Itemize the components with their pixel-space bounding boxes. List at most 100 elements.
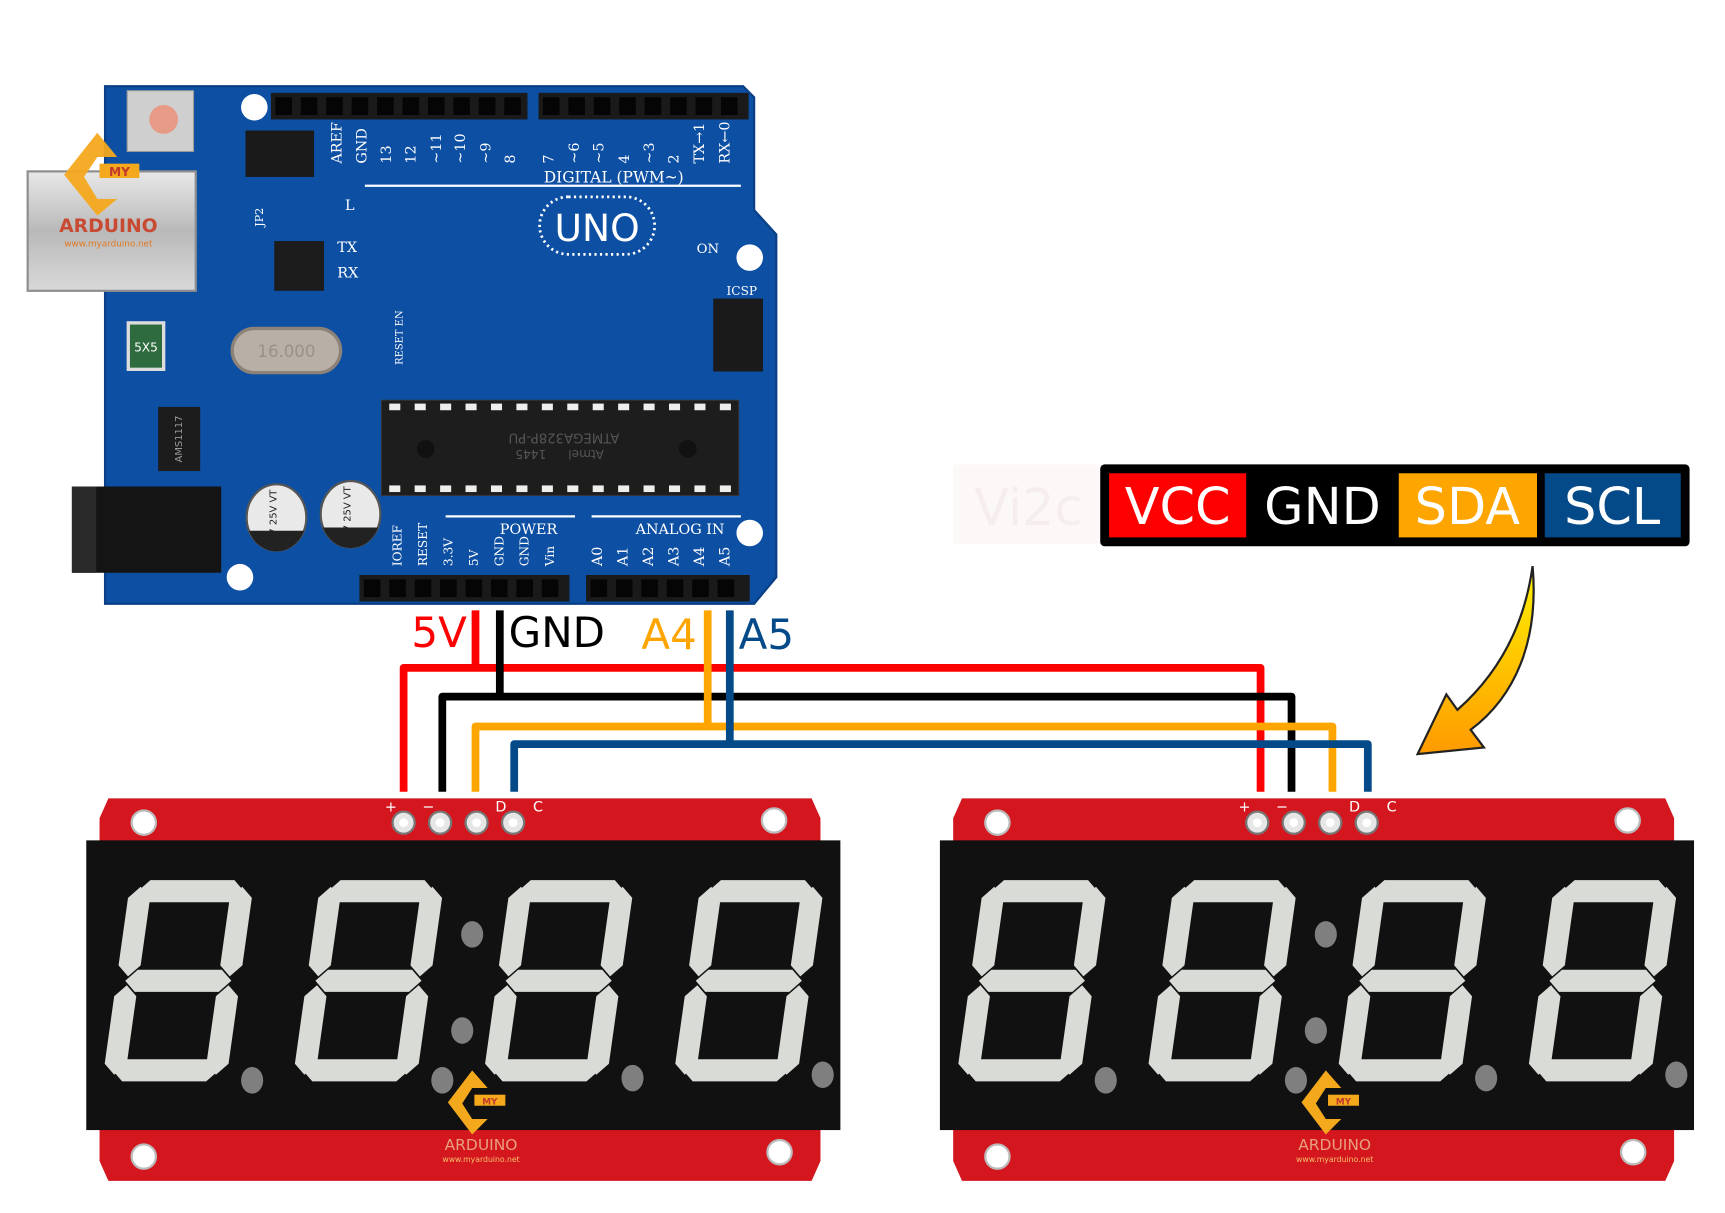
segment-f [972, 886, 1004, 977]
usb-chip [274, 241, 325, 291]
mounting-hole [130, 1143, 158, 1170]
digital-pin-label: 13 [379, 145, 395, 163]
header-socket [389, 579, 406, 598]
header-socket [300, 97, 318, 115]
segment-a [1561, 880, 1669, 903]
regulator-label: AMS1117 [174, 415, 185, 462]
display-pin-label: D [495, 800, 506, 816]
segment-d [1346, 1059, 1453, 1082]
chip-pin [389, 485, 401, 493]
decimal-point [1475, 1064, 1498, 1092]
logo-brand-text: ARDUINO [445, 1136, 518, 1154]
crystal-label: 16.000 [257, 342, 315, 361]
segment-g [695, 969, 802, 992]
digital-pin-label: ~9 [479, 142, 495, 163]
display-pin-label: C [533, 800, 543, 816]
pin-hole [1289, 818, 1299, 828]
mounting-hole [766, 1138, 793, 1166]
header-socket [720, 97, 738, 115]
wire-label-5v: 5V [411, 608, 467, 657]
digital-pin-label: RX←0 [717, 121, 733, 163]
fuse-label: 5X5 [134, 341, 158, 355]
chip-pin [567, 485, 579, 493]
icsp-label: ICSP [726, 284, 757, 298]
power-pin-label: 3.3V [441, 538, 455, 566]
segment-c [1250, 985, 1282, 1075]
reset-en-label: RESET EN [395, 310, 406, 365]
segment-e [294, 985, 327, 1075]
power-pin-label: GND [518, 536, 532, 566]
jp2-label: JP2 [253, 208, 266, 228]
i2c-pin-legend: Vi2c VCC GND SDA SCL [953, 464, 1690, 547]
fuse [126, 321, 166, 371]
analog-pin-label: A4 [692, 547, 708, 568]
analog-pin-label: A1 [616, 547, 632, 568]
segment-a [137, 880, 244, 903]
legend-vcc: VCC [1125, 477, 1231, 536]
legend-gnd-bg [1253, 473, 1392, 538]
segment-d [966, 1059, 1073, 1082]
chip-pin [465, 485, 477, 493]
chip-pin [643, 403, 655, 411]
decimal-point [1284, 1067, 1308, 1094]
segment-b [790, 886, 823, 977]
pin-hole [508, 818, 518, 828]
tx-label: TX [337, 240, 358, 256]
display-pin-label: − [422, 800, 434, 816]
header-socket [490, 579, 508, 598]
mounting-hole [241, 93, 268, 121]
chip-pin [389, 403, 401, 411]
segment-g [978, 969, 1085, 992]
header-socket [440, 579, 457, 598]
chip-pin [719, 485, 731, 493]
chip-pin [694, 485, 706, 493]
header-socket [542, 97, 560, 115]
power-pin-label: GND [492, 536, 506, 566]
chip-pin [618, 403, 630, 411]
header-socket [465, 579, 483, 598]
segment-b [1073, 886, 1106, 977]
segment-f [308, 886, 341, 977]
digital-pin-label: ~5 [591, 142, 607, 163]
mounting-hole [1614, 807, 1641, 834]
digital-pin-label: 4 [617, 155, 633, 164]
segment-a [518, 880, 625, 903]
segment-f [1352, 886, 1385, 977]
logo-badge-text: MY [482, 1098, 498, 1108]
chip-pin [592, 485, 604, 493]
analog-pin-label: A2 [641, 547, 657, 568]
digital-pin-label: ~6 [567, 142, 583, 163]
capacitor-label: 47 25V VT [343, 485, 354, 537]
seven-segment-digit [294, 880, 443, 1082]
chip-pin [490, 403, 503, 411]
header-socket [666, 579, 684, 598]
mounting-hole [760, 807, 788, 834]
logo-url-text: www.myarduino.net [1296, 1155, 1373, 1164]
header-sockets [275, 97, 738, 598]
chip-pin [490, 485, 503, 493]
segment-g [315, 969, 422, 992]
display-pin-label: + [1238, 800, 1250, 816]
header-socket [695, 97, 713, 115]
legend-sda-bg [1398, 473, 1538, 538]
chip-notch [416, 440, 435, 458]
header-socket [641, 579, 658, 598]
segment-e [958, 985, 990, 1075]
display-pin-label: − [1276, 800, 1288, 816]
dc-jack-side [71, 486, 97, 573]
chip-pins [389, 403, 731, 493]
segment-b [220, 886, 252, 977]
legend-gnd: GND [1264, 477, 1381, 536]
usb-port [26, 170, 197, 292]
chip-pin [465, 403, 477, 411]
logo-badge [99, 163, 140, 179]
logo-url-text: www.myarduino.net [442, 1155, 519, 1164]
digital-pin-label: ~11 [429, 133, 445, 163]
chip-dot [678, 440, 697, 458]
chip-brand: Atmel [568, 447, 604, 461]
decimal-point [431, 1067, 454, 1094]
mounting-hole [984, 809, 1011, 836]
